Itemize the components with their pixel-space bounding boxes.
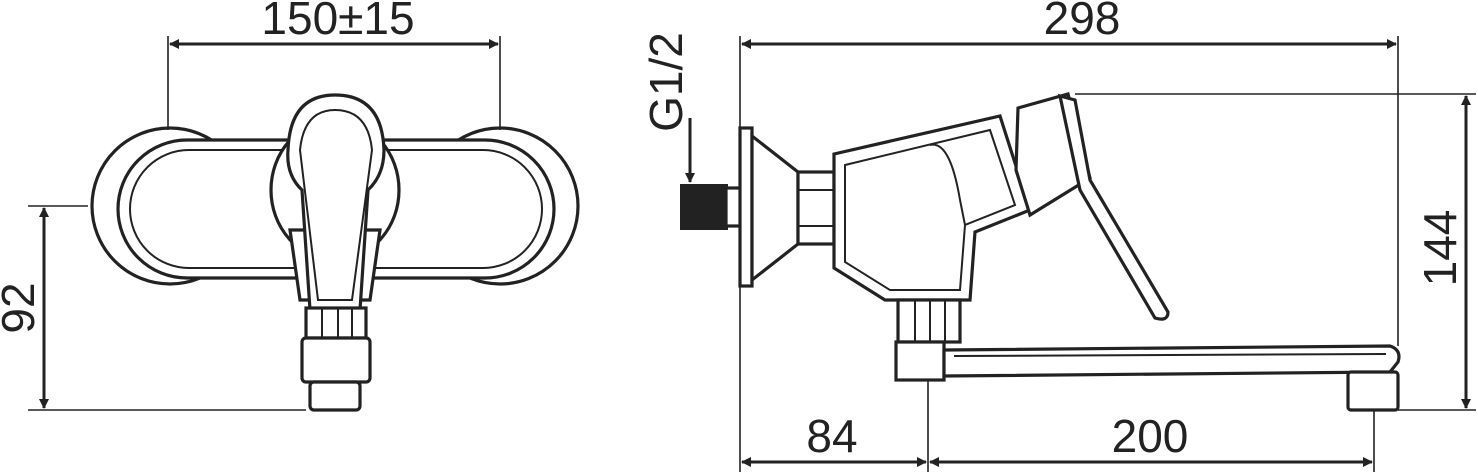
side-mixer-body-inner — [844, 128, 1017, 291]
side-view: G1/2 298 144 84 200 — [640, 0, 1476, 472]
wall-flange — [738, 126, 754, 288]
wall-to-outlet-dimension-label: 84 — [806, 410, 857, 462]
outlet-tip — [308, 380, 362, 412]
height-dimension-label: 144 — [1414, 210, 1466, 287]
thread-connector — [680, 184, 728, 230]
total-length-dimension-label: 298 — [1044, 0, 1121, 44]
lever-inner — [298, 108, 374, 301]
spout-aerator — [1346, 370, 1400, 412]
width-dimension-label: 150±15 — [261, 0, 414, 44]
front-view: 150±15 92 — [0, 0, 580, 412]
spout-length-dimension-label: 200 — [1112, 410, 1189, 462]
thread-label: G1/2 — [640, 32, 692, 132]
depth-dimension-label: 92 — [0, 282, 44, 333]
outlet-lower — [300, 336, 372, 384]
flange-cone — [750, 132, 800, 284]
union-nut — [796, 170, 836, 246]
spout-base — [894, 340, 946, 382]
side-mixer-body — [832, 114, 1032, 302]
side-lever — [1057, 93, 1170, 321]
outlet-nut — [304, 306, 368, 340]
spout — [942, 344, 1401, 378]
